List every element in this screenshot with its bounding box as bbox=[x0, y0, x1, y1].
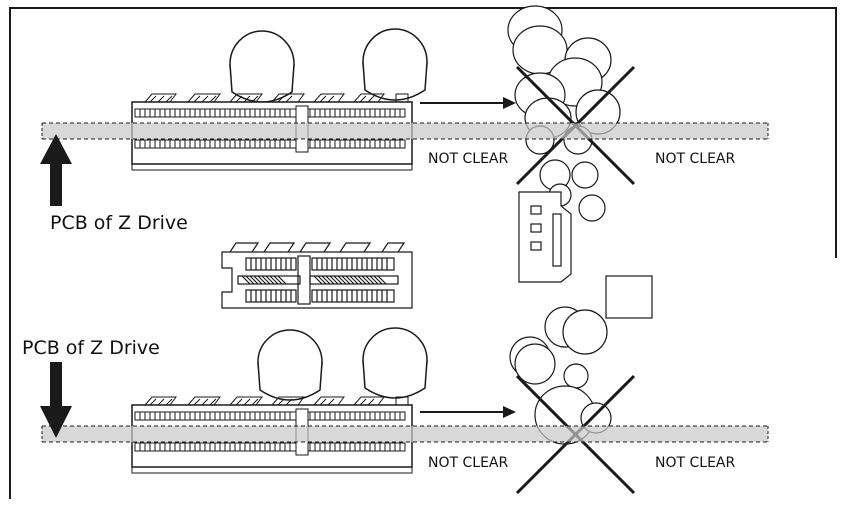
pcb-band-bottom bbox=[41, 425, 769, 443]
arrow-right-icon bbox=[420, 406, 516, 418]
obstructing-components bbox=[507, 5, 653, 319]
pcb-label-top: PCB of Z Drive bbox=[50, 212, 188, 234]
arrow-down-icon bbox=[40, 362, 72, 438]
pcb-label-bottom: PCB of Z Drive bbox=[22, 337, 160, 359]
pcb-band-top bbox=[41, 122, 769, 140]
obstructing-components bbox=[509, 306, 612, 445]
not-clear-label: NOT CLEAR bbox=[655, 455, 736, 471]
arrow-right-icon bbox=[420, 97, 516, 109]
m2-card-outline bbox=[221, 242, 413, 309]
bottom-assembly bbox=[131, 306, 636, 495]
not-clear-label: NOT CLEAR bbox=[428, 151, 509, 167]
capacitor bbox=[362, 327, 428, 399]
frame-border bbox=[9, 7, 837, 499]
capacitor bbox=[257, 329, 323, 401]
not-clear-label: NOT CLEAR bbox=[428, 455, 509, 471]
capacitor bbox=[229, 30, 295, 103]
capacitor bbox=[362, 28, 428, 101]
not-clear-label: NOT CLEAR bbox=[655, 151, 736, 167]
arrow-up-icon bbox=[40, 134, 72, 206]
